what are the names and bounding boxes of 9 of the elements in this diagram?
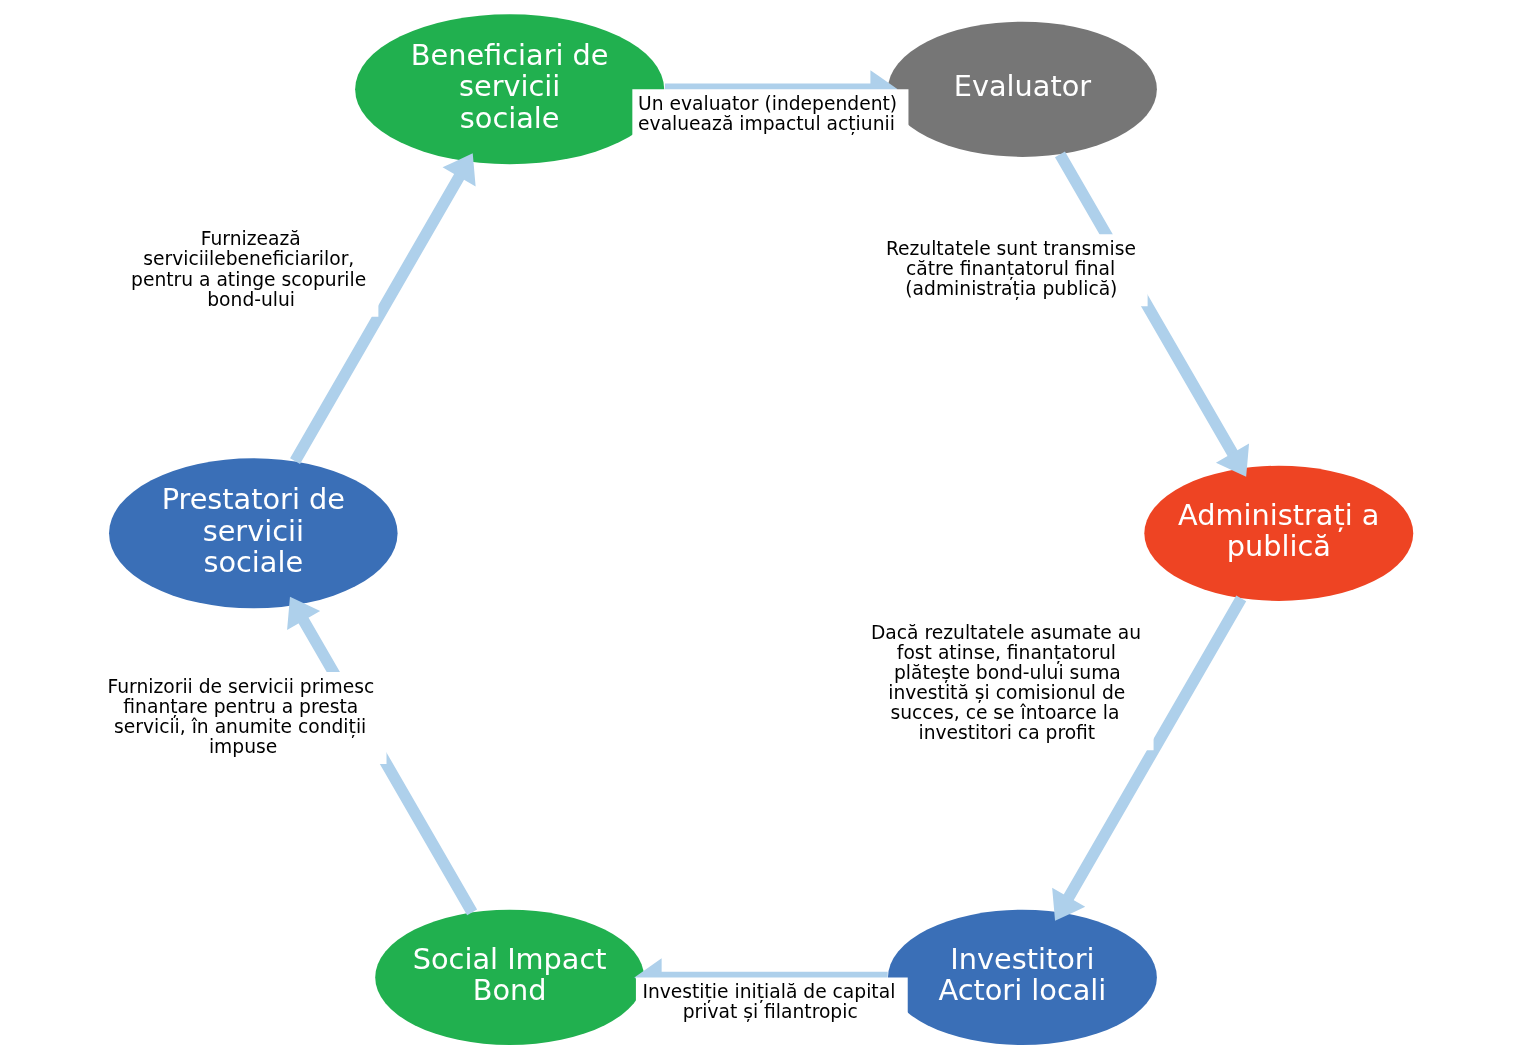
edge-label: Furnizează serviciilebeneficiarilor, pentru a atinge scopurile bond-ului xyxy=(130,228,366,310)
node-ellipse: Prestatori de servicii sociale xyxy=(108,458,398,609)
edge-label: Rezultatele sunt transmise către finanțatorul final (administrația publică) xyxy=(885,237,1136,300)
node-ellipse: Social Impact Bond xyxy=(374,909,644,1045)
node-ellipse: Administrați a publică xyxy=(1143,465,1413,601)
arrow xyxy=(289,153,476,464)
edge-label: Furnizorii de servicii primesc finanțare pentru a presta servicii, în anumite condiții impuse xyxy=(107,675,374,758)
arrow xyxy=(1051,595,1246,921)
edge-label: Dacă rezultatele asumate au fost atinse, finanțatorul plătește bond-ului suma investită și comisionul de succes, ce se întoarce la investitori ca profit xyxy=(870,621,1141,744)
